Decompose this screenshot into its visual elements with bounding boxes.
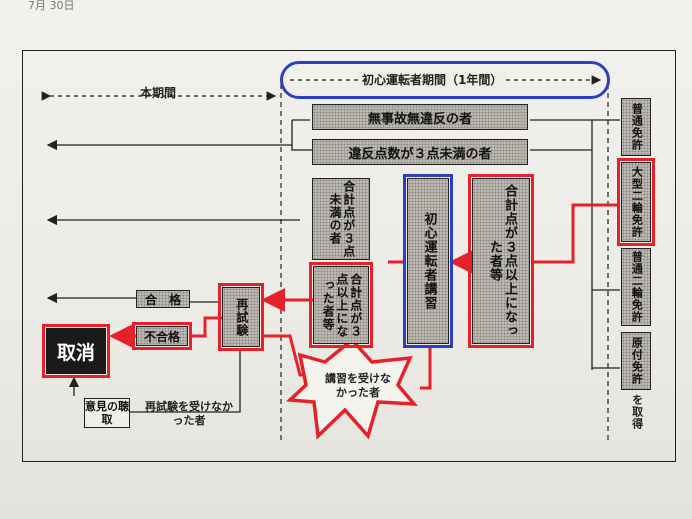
novice-course-box: 初心運転者講習 [403,174,453,348]
main-period-label: 本期間 [140,86,177,100]
novice-period-highlight [280,61,610,99]
handwritten-date: 7月 30日 [28,0,75,12]
no-violation-box: 無事故無違反の者 [312,104,528,130]
license-large-motorcycle: 大型二輪免許 [617,158,655,246]
no-course-label: 講習を受けなかった者 [325,372,391,400]
retest-box: 再試験 [218,283,264,351]
total-over3-left-box: 合計点が３点以上になった者等 [309,262,373,348]
diagram-frame [22,50,676,462]
fail-box: 不合格 [132,322,192,350]
total-over3-right-box: 合計点が３点以上になった者等 [468,174,534,348]
no-course-star [285,337,418,440]
license-regular: 普通免許 [621,98,651,156]
novice-period-label: 初心運転者期間（1年間） [358,71,507,88]
revoke-box: 取消 [42,324,110,378]
no-retest-label: 再試験を受けなかった者 [145,400,233,428]
license-footer: を取得 [630,394,644,430]
license-regular-motorcycle: 普通二輪免許 [621,248,651,326]
license-moped: 原付免許 [621,332,651,390]
under3-box: 違反点数が３点未満の者 [312,139,528,165]
pass-box: 合 格 [136,290,190,308]
total-under3-box: 合計点が３点未満の者 [312,178,370,260]
hearing-box: 意見の聴取 [84,398,130,428]
